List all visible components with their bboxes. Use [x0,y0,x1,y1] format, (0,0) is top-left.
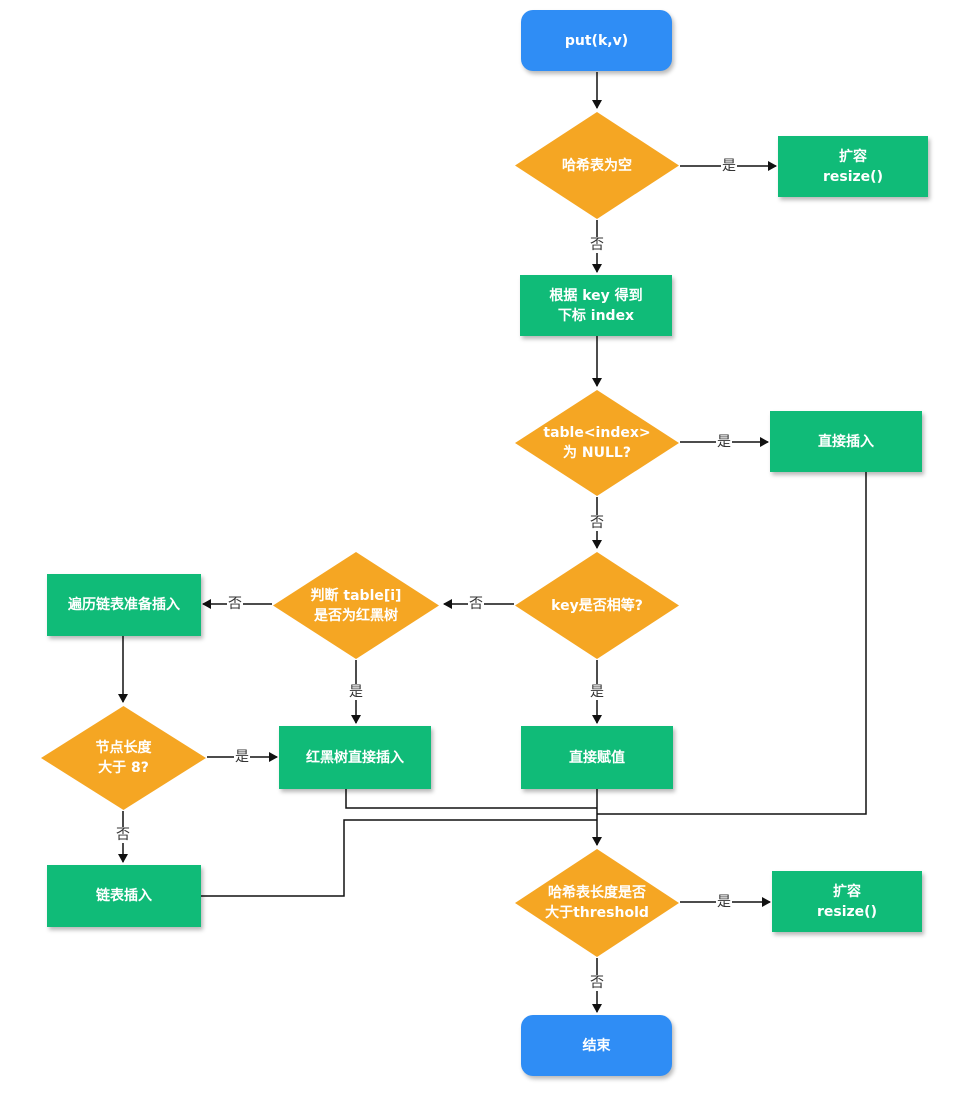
decision-size-threshold-label: 哈希表长度是否 大于threshold [545,885,649,921]
decision-node-length-shape [41,706,206,810]
list-insert-box-label: 链表插入 [96,888,152,904]
tree-insert-box-label: 红黑树直接插入 [306,749,404,766]
list-insert-box: 链表插入 [47,865,201,927]
decision-size-threshold: 哈希表长度是否 大于threshold [514,848,680,958]
assign-value-box-label: 直接赋值 [569,749,625,766]
edge-label-size-no: 否 [589,975,605,991]
decision-is-tree: 判断 table[i] 是否为红黑树 [272,551,440,660]
tree-insert-box: 红黑树直接插入 [279,726,431,789]
decision-table-null-label: table<index> 为 NULL? [543,425,651,461]
resize-box-bottom-label: 扩容 resize() [817,883,877,920]
edge-tree-insert-merge [345,789,597,809]
edge-label-key-no: 否 [468,596,484,612]
decision-node-length-label: 节点长度 大于 8? [95,740,152,776]
edge-label-null-yes: 是 [716,434,732,450]
decision-table-null: table<index> 为 NULL? [514,389,680,497]
decision-table-empty-label: 哈希表为空 [562,157,632,174]
decision-size-threshold-shape [515,849,679,957]
edge-label-size-yes: 是 [716,894,732,910]
edge-label-tree-no: 否 [227,596,243,612]
get-index-box: 根据 key 得到 下标 index [520,275,672,336]
assign-value-box: 直接赋值 [521,726,673,789]
edge-label-empty-yes: 是 [721,158,737,174]
resize-box-top-label: 扩容 resize() [823,148,883,185]
start-node: put(k,v) [521,10,672,71]
decision-table-empty-shape [515,112,679,219]
decision-key-equal-label: key是否相等? [551,597,643,614]
decision-is-tree-label: 判断 table[i] 是否为红黑树 [310,587,402,624]
end-node: 结束 [521,1015,672,1076]
resize-box-bottom: 扩容 resize() [772,871,922,932]
decision-key-equal: key是否相等? [514,551,680,660]
get-index-box-label: 根据 key 得到 下标 index [549,287,643,324]
traverse-list-box-label: 遍历链表准备插入 [68,597,180,613]
resize-box-top: 扩容 resize() [778,136,928,197]
decision-table-null-shape [515,390,679,496]
edge-label-len-no: 否 [115,827,131,843]
edge-label-tree-yes: 是 [348,684,364,700]
decision-key-equal-shape [515,552,679,659]
traverse-list-box: 遍历链表准备插入 [47,574,201,636]
insert-direct-box: 直接插入 [770,411,922,472]
start-node-label: put(k,v) [564,32,629,49]
edge-label-key-yes: 是 [589,684,605,700]
edge-label-null-no: 否 [589,515,605,531]
decision-is-tree-shape [273,552,439,659]
edge-label-empty-no: 否 [589,237,605,253]
decision-node-length: 节点长度 大于 8? [40,705,207,811]
edge-insert-direct-merge [597,472,867,815]
end-node-label: 结束 [582,1037,611,1054]
decision-table-empty: 哈希表为空 [514,111,680,220]
edge-label-len-yes: 是 [234,749,250,765]
insert-direct-box-label: 直接插入 [818,433,874,450]
edge-list-insert-merge [201,819,597,897]
